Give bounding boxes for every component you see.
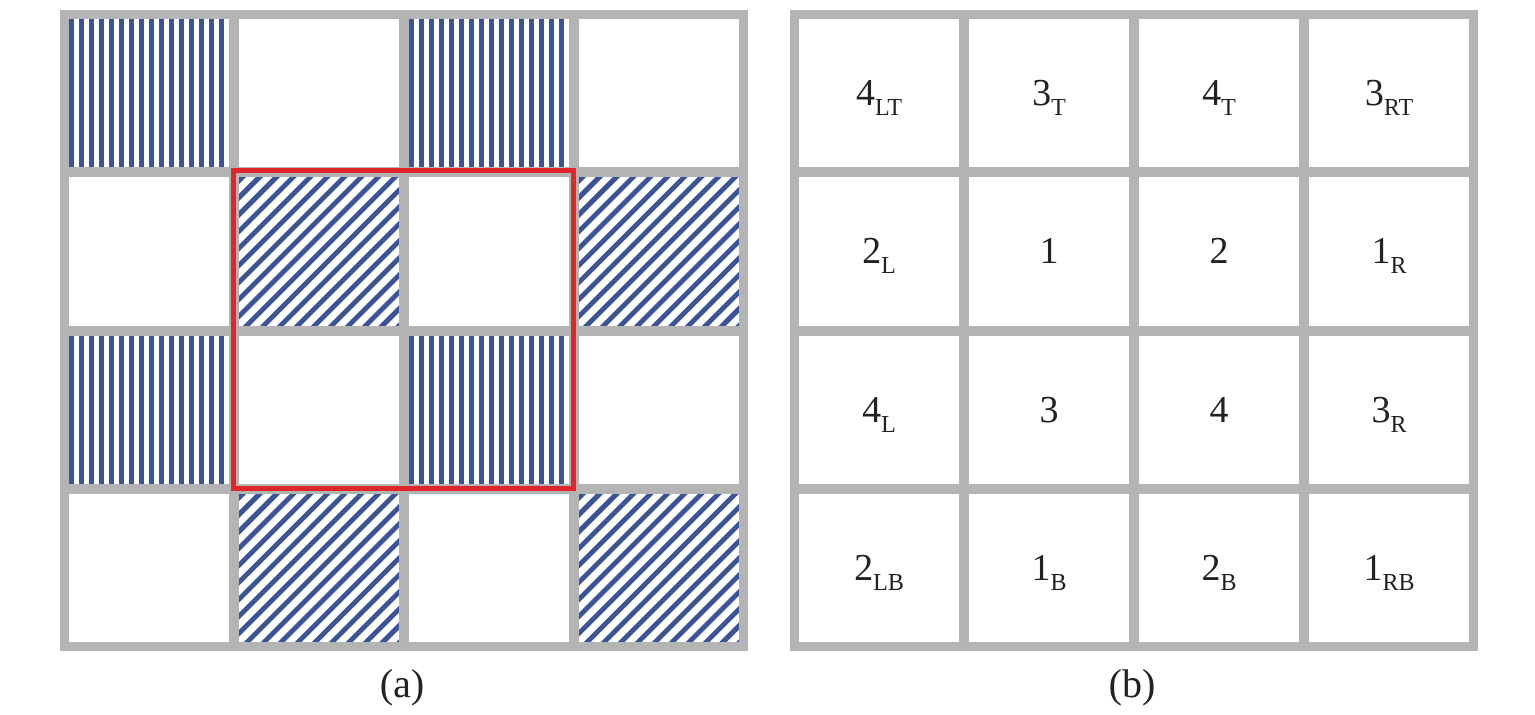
cell-label: 1B (1031, 546, 1067, 596)
panel-b-cell: 2LB (799, 493, 959, 642)
panel-a-cell (239, 493, 399, 642)
panel-b-cell: 3 (969, 335, 1129, 484)
panel-a-cell (69, 177, 229, 326)
panel-a-cell (69, 335, 229, 484)
cell-label: 2L (862, 230, 896, 280)
panel-b-cell: 3R (1309, 335, 1469, 484)
panel-a-cell (579, 335, 739, 484)
panel-b-cell: 1RB (1309, 493, 1469, 642)
cell-label: 3T (1032, 72, 1066, 122)
panel-a-cell (409, 493, 569, 642)
panel-a-cell (239, 177, 399, 326)
cell-label: 1RB (1363, 546, 1415, 596)
panel-a-cell (239, 335, 399, 484)
panel-b-caption: (b) (1108, 661, 1156, 706)
panel-b-cell: 3RT (1309, 19, 1469, 168)
cell-label: 3RT (1364, 72, 1414, 122)
panel-a-cell (409, 335, 569, 484)
panel-b-cell: 3T (969, 19, 1129, 168)
cell-label: 2B (1201, 546, 1237, 596)
panel-a-cell (579, 493, 739, 642)
panel-a-cell (579, 19, 739, 168)
cell-label: 3R (1371, 388, 1407, 438)
cell-label: 4LT (855, 72, 903, 122)
cell-label: 3 (1039, 388, 1059, 431)
cell-label: 1 (1039, 230, 1059, 273)
panel-b-cell: 4LT (799, 19, 959, 168)
panel-a-cell (69, 19, 229, 168)
panel-b-cell: 4L (799, 335, 959, 484)
panel-b-cell: 2 (1139, 177, 1299, 326)
panel-b-grid: 4LT 3T 4T 3RT 2L 1 2 1R 4L 3 4 3R 2LB 1B… (790, 10, 1478, 651)
panel-b-cell: 1B (969, 493, 1129, 642)
cell-label: 1R (1371, 230, 1407, 280)
cell-label: 4L (862, 388, 896, 438)
panel-b-cell: 4T (1139, 19, 1299, 168)
panel-b-cell: 2L (799, 177, 959, 326)
panel-a-cell (409, 177, 569, 326)
cell-label: 4T (1202, 72, 1236, 122)
panel-a-cell (409, 19, 569, 168)
cell-label: 4 (1209, 388, 1229, 431)
cell-label: 2 (1209, 230, 1229, 273)
cell-label: 2LB (854, 546, 904, 596)
panel-b-cell: 2B (1139, 493, 1299, 642)
panel-a-cell (69, 493, 229, 642)
panel-a-grid (60, 10, 748, 651)
panel-a-caption: (a) (379, 661, 425, 706)
panel-a-cell (579, 177, 739, 326)
panel-b-cell: 1R (1309, 177, 1469, 326)
panel-b-cell: 4 (1139, 335, 1299, 484)
panel-b-cell: 1 (969, 177, 1129, 326)
panel-a-cell (239, 19, 399, 168)
